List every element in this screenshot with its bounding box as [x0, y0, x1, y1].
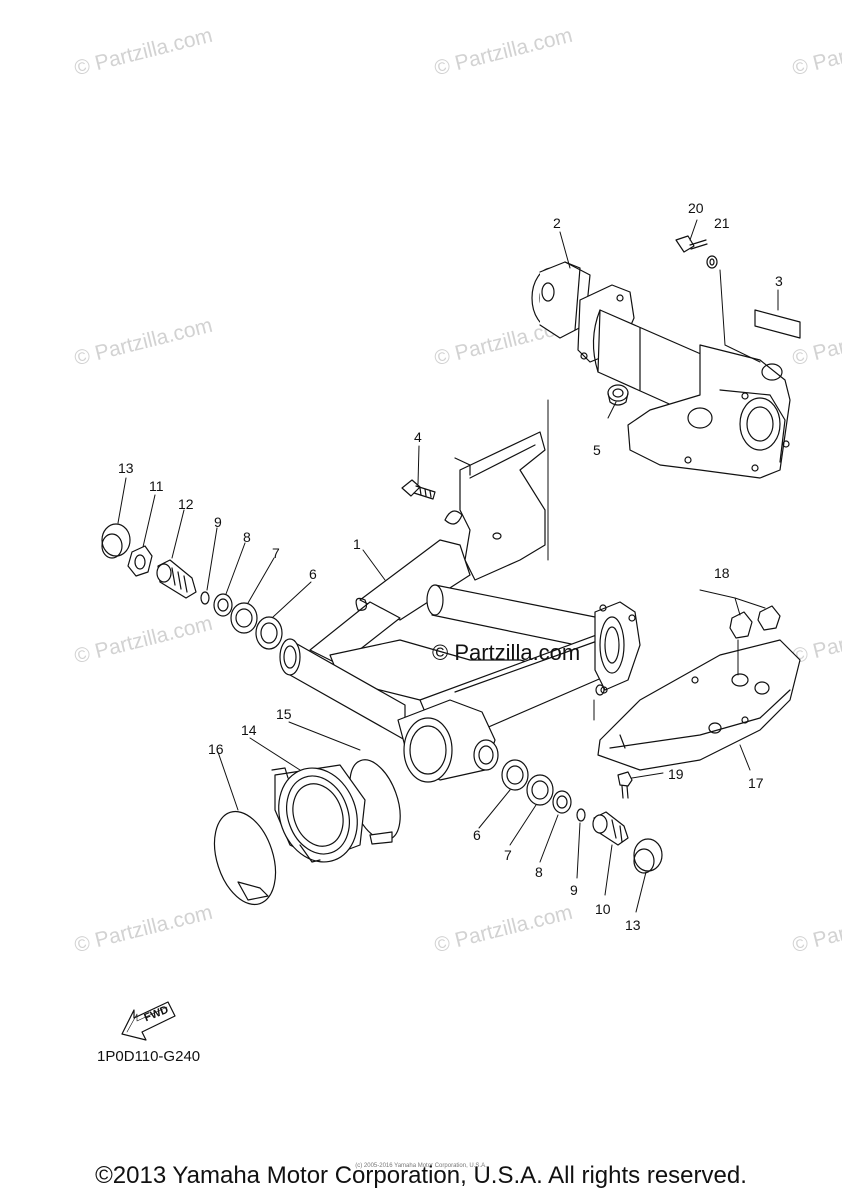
callout-3: 3	[775, 273, 783, 289]
callout-20: 20	[688, 200, 704, 216]
callout-16: 16	[208, 741, 224, 757]
callout-7: 7	[504, 847, 512, 863]
center-watermark: © Partzilla.com	[432, 640, 581, 665]
callout-2: 2	[553, 215, 561, 231]
bolt-4	[401, 479, 436, 500]
callout-9: 9	[214, 514, 222, 530]
callout-18: 18	[714, 565, 730, 581]
right-pivot-parts	[501, 759, 663, 874]
callout-8: 8	[535, 864, 543, 880]
callout-12: 12	[178, 496, 194, 512]
callout-15: 15	[276, 706, 292, 722]
callout-8: 8	[243, 529, 251, 545]
callout-17: 17	[748, 775, 764, 791]
diagram-code: 1P0D110-G240	[97, 1048, 201, 1065]
callout-11: 11	[149, 478, 164, 494]
callout-21: 21	[714, 215, 730, 231]
callout-13: 13	[118, 460, 134, 476]
leader-lines	[117, 219, 779, 913]
callout-13: 13	[625, 917, 641, 933]
callout-7: 7	[272, 545, 280, 561]
guard-plate	[597, 605, 801, 799]
callout-9: 9	[570, 882, 578, 898]
callout-14: 14	[241, 722, 257, 738]
boot-and-clamps	[213, 759, 401, 906]
callout-10: 10	[595, 901, 611, 917]
callout-19: 19	[668, 766, 684, 782]
small-copyright: (c) 2005-2016 Yamaha Motor Corporation, …	[355, 1163, 487, 1169]
left-pivot-parts	[101, 523, 283, 650]
axle-housing	[531, 235, 801, 479]
callout-4: 4	[414, 429, 422, 445]
fwd-arrow	[121, 1001, 176, 1041]
copyright-footer: ©2013 Yamaha Motor Corporation, U.S.A. A…	[95, 1162, 747, 1189]
callout-6: 6	[473, 827, 481, 843]
rear-arm	[279, 431, 641, 783]
callout-5: 5	[593, 442, 601, 458]
callout-1: 1	[353, 536, 361, 552]
callout-6: 6	[309, 566, 317, 582]
